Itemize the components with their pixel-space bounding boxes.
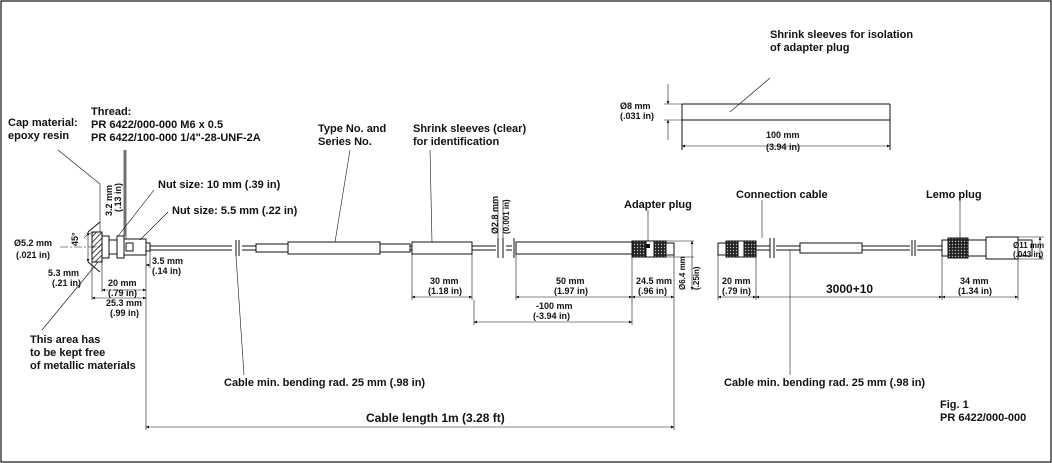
dim-d30-1: 30 mm xyxy=(430,276,459,286)
dim-d52-2: (.021 in) xyxy=(16,250,50,260)
dim-d8-1: Ø8 mm xyxy=(620,101,651,111)
cap-material-label-2: epoxy resin xyxy=(8,130,69,142)
dim-d50-1: 50 mm xyxy=(556,276,585,286)
dim-d20b-1: 20 mm xyxy=(722,276,751,286)
sensor-cable xyxy=(150,238,633,258)
bend-right-label: Cable min. bending rad. 25 mm (.98 in) xyxy=(724,377,925,389)
connection-cable-label: Connection cable xyxy=(736,189,828,201)
dim-d30-2: (1.18 in) xyxy=(428,286,462,296)
connection-cable xyxy=(756,238,942,258)
dim-d11-1: Ø11 mm xyxy=(1013,241,1044,250)
dim-d32-1: 3.2 mm xyxy=(104,185,114,216)
dimension-lines xyxy=(83,84,1044,430)
dim-d32-2: (.13 in) xyxy=(113,183,123,212)
lemo-plug-label: Lemo plug xyxy=(926,189,982,201)
adapter-plug-left xyxy=(631,240,675,258)
dim-d64-1: Ø6.4 mm xyxy=(678,256,687,290)
shrink-clear-label-1: Shrink sleeves (clear) xyxy=(413,123,526,135)
metal-free-label-3: of metallic materials xyxy=(30,360,136,372)
dim-angle: 45° xyxy=(70,232,80,246)
shrink-clear-label-2: for identification xyxy=(413,136,499,148)
fig-label-1: Fig. 1 xyxy=(940,399,969,411)
dim-d8-2: (.031 in) xyxy=(620,111,654,121)
dim-d53-2: (.21 in) xyxy=(52,278,81,288)
shrink-isolation-label-1: Shrink sleeves for isolation xyxy=(770,29,913,41)
thread-label-1: Thread: xyxy=(91,106,131,118)
dim-d53-1: 5.3 mm xyxy=(48,268,79,278)
dim-d28-1: Ø2.8 mm xyxy=(490,196,500,234)
thread-label-2: PR 6422/000-000 M6 x 0.5 xyxy=(91,119,223,131)
dim-d50-2: (1.97 in) xyxy=(554,286,588,296)
dim-d28-2: (0.001 in) xyxy=(502,199,511,234)
dim-d35-2: (.14 in) xyxy=(152,266,181,276)
nut-10-label: Nut size: 10 mm (.39 in) xyxy=(158,179,281,191)
dim-d64-2: (.25in) xyxy=(692,266,701,290)
dim-d245-2: (.96 in) xyxy=(638,286,667,296)
thread-label-3: PR 6422/100-000 1/4"-28-UNF-2A xyxy=(91,132,261,144)
dim-d20a-2: (.79 in) xyxy=(108,288,137,298)
dim-d100-1: 100 mm xyxy=(766,130,800,140)
bend-left-label: Cable min. bending rad. 25 mm (.98 in) xyxy=(224,377,425,389)
dim-d52-1: Ø5.2 mm xyxy=(14,238,52,248)
dimension-texts: Ø5.2 mm (.021 in) 5.3 mm (.21 in) 45° 3.… xyxy=(14,101,1044,321)
leader-lines xyxy=(41,77,961,376)
nut-55-label: Nut size: 5.5 mm (.22 in) xyxy=(172,205,298,217)
dim-d35-1: 3.5 mm xyxy=(152,256,183,266)
sensor-head xyxy=(60,221,151,273)
dim-d34-2: (1.34 in) xyxy=(958,286,992,296)
cap-material-label-1: Cap material: xyxy=(8,117,78,129)
lemo-plug xyxy=(941,236,1033,260)
dim-d11-2: (.043 in) xyxy=(1013,250,1044,259)
dim-d100-2: (3.94 in) xyxy=(766,142,800,152)
adapter-plug-right xyxy=(717,240,757,258)
adapter-plug-label: Adapter plug xyxy=(624,199,692,211)
dim-d3000: 3000+10 xyxy=(826,282,873,296)
dim-d253-1: 25.3 mm xyxy=(106,298,142,308)
dim-d245-1: 24.5 mm xyxy=(636,276,672,286)
metal-free-label-1: This area has xyxy=(30,334,100,346)
fig-label-2: PR 6422/000-000 xyxy=(940,412,1026,424)
dim-d20b-2: (.79 in) xyxy=(722,286,751,296)
dim-d100neg-2: (-3.94 in) xyxy=(533,311,570,321)
type-no-label-2: Series No. xyxy=(318,136,372,148)
type-no-label-1: Type No. and xyxy=(318,123,386,135)
dim-d253-2: (.99 in) xyxy=(110,308,139,318)
cable-length-label: Cable length 1m (3.28 ft) xyxy=(366,411,505,425)
dim-d100neg-1: -100 mm xyxy=(536,301,573,311)
dim-d20a-1: 20 mm xyxy=(108,278,137,288)
metal-free-label-2: to be kept free xyxy=(30,347,105,359)
shrink-isolation-label-2: of adapter plug xyxy=(770,42,849,54)
labels: Cap material: epoxy resin Thread: PR 642… xyxy=(8,29,1026,425)
dim-d34-1: 34 mm xyxy=(960,276,989,286)
